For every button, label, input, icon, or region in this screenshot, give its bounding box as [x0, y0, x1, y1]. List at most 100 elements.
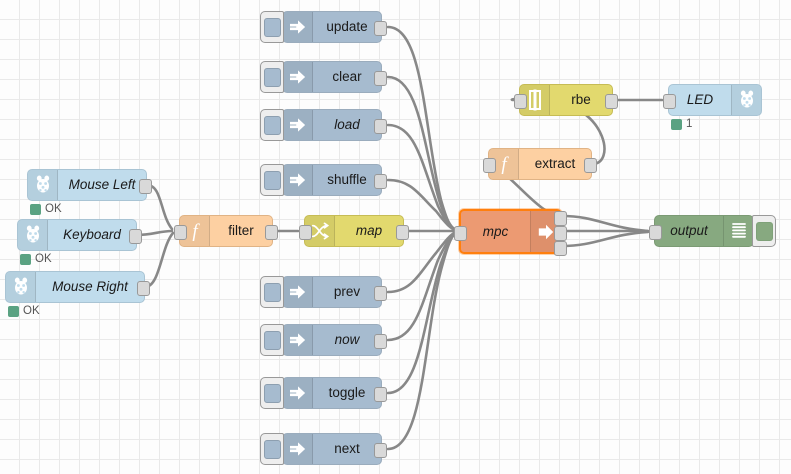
node-label: filter	[228, 223, 254, 239]
output-port[interactable]	[374, 174, 387, 189]
node-label: now	[334, 332, 360, 348]
node-led[interactable]: LED	[663, 84, 762, 116]
inject-trigger-button[interactable]	[260, 377, 284, 409]
output-port[interactable]	[396, 225, 409, 240]
status-keyboard: OK	[20, 253, 52, 265]
node-label: rbe	[571, 92, 591, 108]
node-label: extract	[534, 156, 576, 172]
inject-icon	[283, 434, 313, 464]
svg-text:f: f	[192, 221, 200, 241]
status-dot	[30, 203, 41, 215]
input-port[interactable]	[299, 225, 312, 240]
inject-icon	[283, 62, 313, 92]
input-port[interactable]	[454, 226, 467, 241]
raspberrypi-icon	[28, 170, 58, 200]
output-port[interactable]	[374, 71, 387, 86]
node-label: Mouse Right	[52, 279, 128, 295]
status-dot	[20, 253, 31, 265]
output-port[interactable]	[139, 179, 152, 194]
debug-enable-button[interactable]	[752, 215, 776, 247]
inject-icon	[283, 12, 313, 42]
inject-trigger-button[interactable]	[260, 11, 284, 43]
node-inject-prev[interactable]: prev	[260, 276, 387, 308]
node-mouse-right[interactable]: Mouse Right	[5, 271, 150, 303]
input-port[interactable]	[649, 225, 662, 240]
inject-trigger-button[interactable]	[260, 433, 284, 465]
node-label: clear	[332, 69, 362, 85]
node-label: Keyboard	[63, 227, 121, 243]
inject-trigger-button[interactable]	[260, 61, 284, 93]
output-port[interactable]	[374, 286, 387, 301]
node-inject-toggle[interactable]: toggle	[260, 377, 387, 409]
node-inject-load[interactable]: load	[260, 109, 387, 141]
status-dot	[8, 305, 19, 317]
node-map[interactable]: map	[299, 215, 409, 247]
status-text: OK	[35, 253, 52, 265]
status-text: OK	[45, 203, 62, 215]
node-inject-now[interactable]: now	[260, 324, 387, 356]
inject-icon	[283, 277, 313, 307]
wire-update-mpc	[386, 25, 458, 232]
node-label: next	[334, 441, 360, 457]
node-extract[interactable]: f extract	[483, 148, 597, 180]
wire-mpc-output-1	[560, 214, 650, 233]
node-mouse-left[interactable]: Mouse Left	[27, 169, 152, 201]
wire-toggle-mpc	[386, 230, 458, 395]
node-label: mpc	[482, 223, 509, 239]
node-inject-clear[interactable]: clear	[260, 61, 387, 93]
inject-trigger-button[interactable]	[260, 324, 284, 356]
inject-trigger-button[interactable]	[260, 276, 284, 308]
inject-trigger-button[interactable]	[260, 164, 284, 196]
inject-icon	[283, 110, 313, 140]
status-text: 1	[686, 118, 693, 130]
node-label: load	[334, 117, 360, 133]
output-port-2[interactable]	[554, 226, 567, 241]
output-port[interactable]	[374, 387, 387, 402]
output-port-3[interactable]	[554, 241, 567, 256]
wire-next-mpc	[386, 230, 458, 451]
node-inject-next[interactable]: next	[260, 433, 387, 465]
wire-clear-mpc	[386, 75, 458, 232]
input-port[interactable]	[663, 94, 676, 109]
output-port[interactable]	[584, 158, 597, 173]
node-inject-shuffle[interactable]: shuffle	[260, 164, 387, 196]
node-label: Mouse Left	[68, 177, 136, 193]
inject-icon	[283, 378, 313, 408]
node-output-debug[interactable]: output	[649, 215, 776, 247]
raspberrypi-icon	[18, 220, 48, 250]
output-port[interactable]	[374, 21, 387, 36]
status-text: OK	[23, 305, 40, 317]
output-port[interactable]	[137, 281, 150, 296]
node-inject-update[interactable]: update	[260, 11, 387, 43]
raspberrypi-icon	[6, 272, 36, 302]
status-led: 1	[671, 118, 692, 130]
debug-lines-icon	[723, 216, 753, 246]
wire-mouseright-filter	[143, 231, 175, 289]
output-port[interactable]	[129, 229, 142, 244]
node-keyboard[interactable]: Keyboard	[17, 219, 142, 251]
node-label: shuffle	[327, 172, 367, 188]
wire-keyboard-filter	[135, 229, 174, 237]
node-rbe[interactable]: rbe	[514, 84, 618, 116]
output-port[interactable]	[374, 334, 387, 349]
node-label: toggle	[328, 385, 366, 401]
output-port-1[interactable]	[554, 211, 567, 226]
output-port[interactable]	[374, 119, 387, 134]
status-dot	[671, 118, 682, 130]
node-mpc[interactable]: mpc	[454, 209, 567, 256]
node-label: prev	[333, 284, 361, 300]
output-port[interactable]	[265, 225, 278, 240]
output-port[interactable]	[374, 443, 387, 458]
output-port[interactable]	[605, 94, 618, 109]
node-label: update	[326, 19, 368, 35]
input-port[interactable]	[514, 94, 527, 109]
input-port[interactable]	[174, 225, 187, 240]
input-port[interactable]	[483, 158, 496, 173]
node-filter[interactable]: f filter	[174, 215, 278, 247]
status-mouse-right: OK	[8, 305, 40, 317]
node-label: LED	[686, 92, 714, 108]
inject-icon	[283, 325, 313, 355]
wire-now-mpc	[386, 230, 458, 342]
inject-trigger-button[interactable]	[260, 109, 284, 141]
